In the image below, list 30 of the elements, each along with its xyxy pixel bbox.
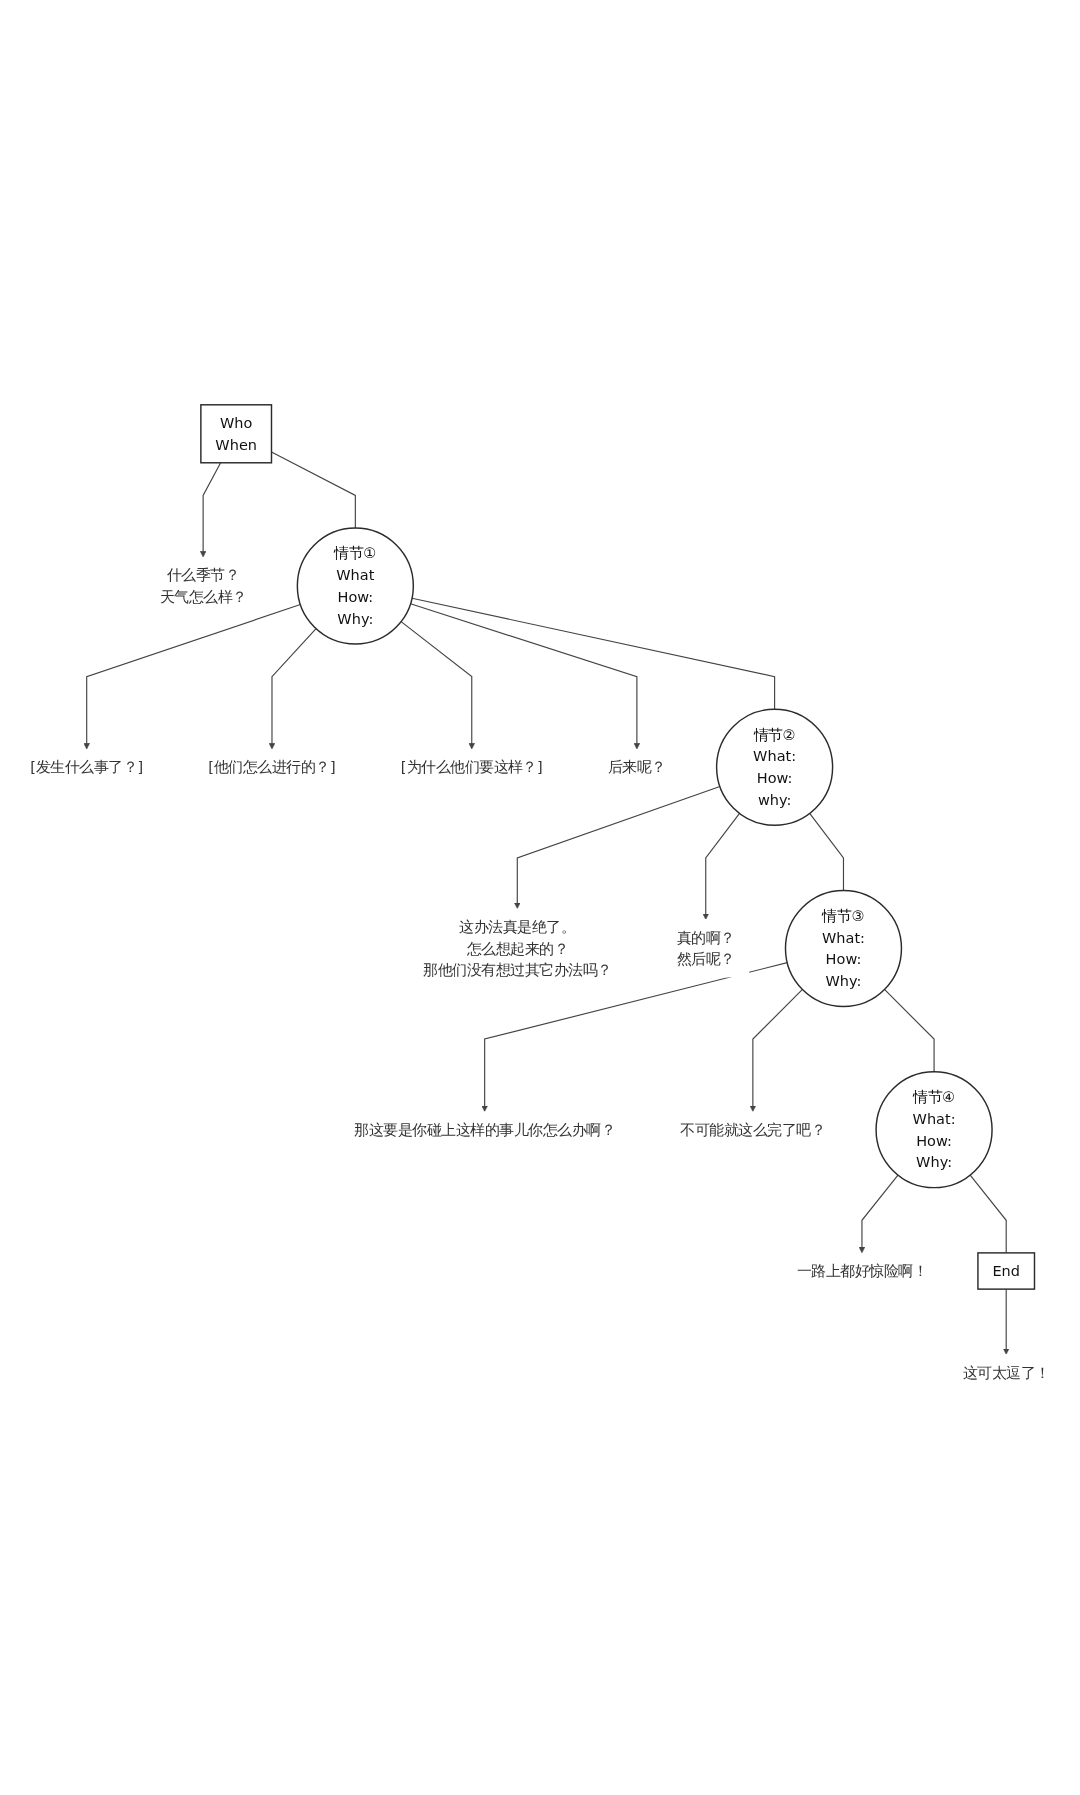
node-text: [他们怎么进行的？] [208, 758, 336, 776]
node-text: 这可太逗了！ [962, 1363, 1050, 1381]
node-circle: 情节① What How: Why: [296, 527, 415, 645]
arrow [199, 462, 222, 558]
arrow [1003, 1288, 1010, 1355]
connector [411, 597, 776, 710]
connector [883, 988, 935, 1073]
arrow [702, 812, 741, 920]
connector [969, 1174, 1007, 1254]
arrow [749, 988, 804, 1112]
node-text: 后来呢？ [607, 758, 666, 776]
arrow [514, 785, 721, 909]
arrow [400, 620, 475, 750]
node-circle: 情节② What: How: why: [715, 708, 834, 826]
node-text: 一路上都好惊险啊！ [796, 1262, 928, 1280]
node-circle: 情节③ What: How: Why: [784, 889, 903, 1007]
node-text: [发生什么事了？] [30, 758, 144, 776]
arrow [481, 961, 788, 1112]
node-text: 什么季节？ 天气怎么样？ [159, 566, 247, 606]
node-box: End [977, 1251, 1036, 1290]
arrow [268, 627, 317, 750]
connector [809, 812, 845, 891]
node-text: 那这要是你碰上这样的事儿你怎么办啊？ [354, 1120, 616, 1139]
arrow [83, 603, 301, 750]
node-text: 这办法真是绝了。 怎么想起来的？ 那他们没有想过其它办法吗？ [423, 917, 612, 979]
node-text: 不可能就这么完了吧？ [680, 1120, 826, 1139]
arrow [858, 1174, 899, 1253]
node-text: [为什么他们要这样？] [400, 758, 543, 776]
node-circle: 情节④ What: How: Why: [875, 1070, 993, 1189]
node-box: Who When [200, 403, 273, 464]
